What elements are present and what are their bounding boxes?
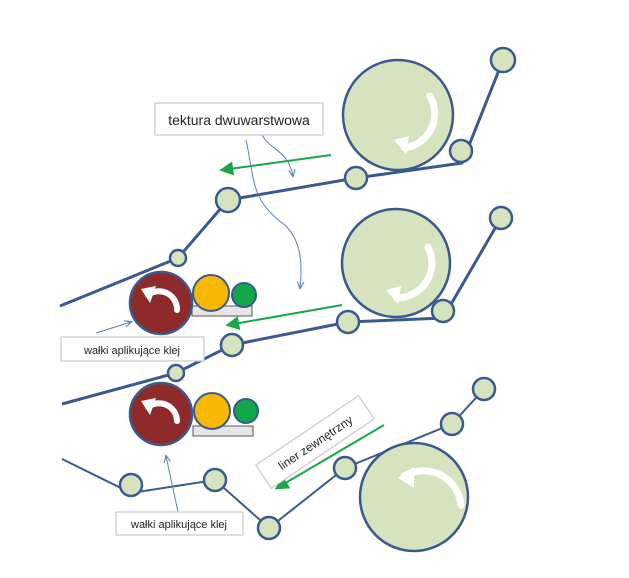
top-flow-arrow-icon	[219, 154, 332, 176]
top-drum-rotation-arrow-icon	[401, 92, 439, 152]
bottom-web-section	[61, 376, 497, 553]
middle-web-line	[61, 217, 503, 406]
top-large-drum	[341, 58, 455, 172]
middle-guide-roller	[335, 309, 361, 335]
top-glue-unit	[128, 270, 257, 336]
bottom-guide-roller	[439, 411, 465, 437]
middle-web-section	[61, 205, 514, 406]
label-box-top: tektura dwuwarstwowa	[154, 102, 324, 136]
middle-guide-roller	[430, 298, 456, 324]
middle-small-roller	[166, 363, 186, 383]
middle-flow-arrow-icon	[225, 304, 343, 330]
top-guide-roller	[489, 46, 517, 74]
pointer-arrow-to-top-web	[261, 134, 293, 176]
label-box-glue-2: wałki aplikujące klej	[115, 511, 244, 536]
middle-guide-roller	[219, 332, 245, 358]
top-guide-roller	[343, 165, 369, 191]
bottom-guide-roller	[118, 472, 144, 498]
glue-label-1: wałki aplikujące klej	[83, 345, 180, 357]
glue-roller-red	[128, 381, 194, 447]
pointer-arrow-to-middle-web	[245, 139, 301, 288]
glue-tray	[192, 425, 254, 437]
top-small-roller	[168, 248, 188, 268]
bottom-flow-arrow-icon	[274, 424, 385, 490]
pointer-arrows	[95, 134, 301, 513]
bottom-large-drum	[358, 441, 470, 553]
pointer-arrow-to-glue-bottom	[166, 456, 179, 513]
bottom-guide-roller	[256, 515, 282, 541]
pointer-arrow-to-glue-top	[95, 322, 131, 334]
lower-glue-unit	[128, 381, 259, 447]
glue-label-2: wałki aplikujące klej	[130, 519, 227, 531]
glue-roller-yellow	[193, 392, 231, 430]
glue-roller-yellow	[192, 274, 230, 312]
middle-drum-rotation-arrow-icon	[393, 243, 436, 302]
bottom-guide-roller	[332, 455, 358, 481]
top-label: tektura dwuwarstwowa	[168, 112, 310, 128]
glue-roller-red	[128, 270, 194, 336]
bottom-guide-roller	[471, 376, 497, 402]
glue-roller-green	[231, 282, 257, 308]
top-guide-roller	[448, 138, 474, 164]
glue-roller-green	[233, 398, 259, 424]
top-guide-roller	[214, 186, 242, 214]
top-web-section	[59, 46, 517, 308]
bottom-guide-roller	[202, 467, 228, 493]
middle-guide-roller	[488, 205, 514, 231]
label-box-glue-1: wałki aplikujące klej	[60, 336, 205, 362]
